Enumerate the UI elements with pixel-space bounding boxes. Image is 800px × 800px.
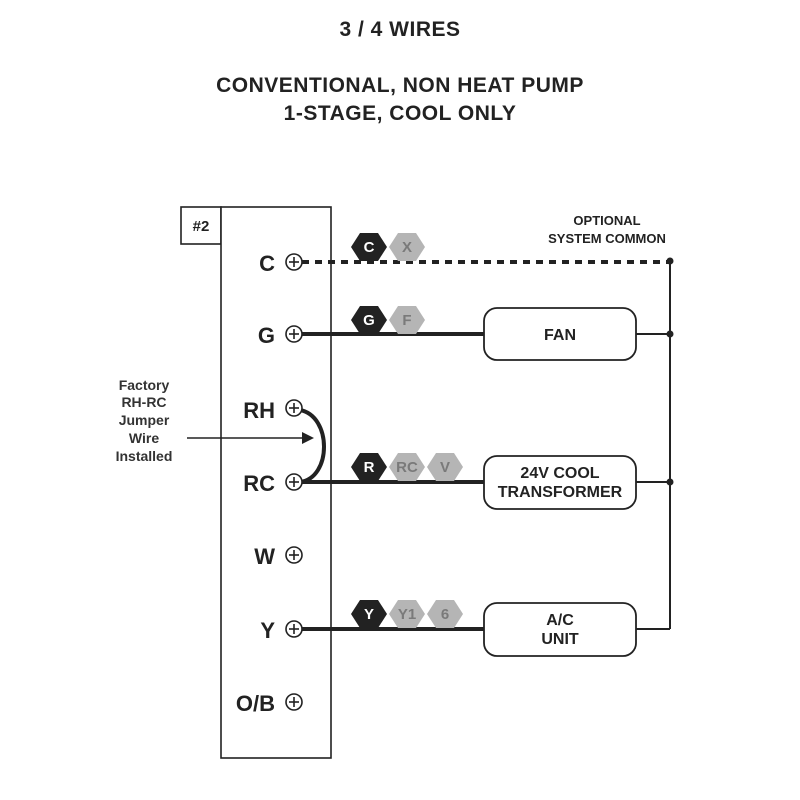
jumper-arrow-head [302, 432, 314, 444]
transformer-label-line1: 24V COOL [520, 465, 599, 482]
wire-tag-v [427, 453, 463, 481]
screw-c [285, 253, 303, 271]
junction-dot [666, 478, 674, 486]
terminal-label-w: W [254, 544, 275, 569]
wire-tag-y [351, 600, 387, 628]
screw-w [285, 546, 303, 564]
optional-label-line1: OPTIONAL [573, 213, 640, 228]
wire-tag-x-label: X [402, 239, 412, 256]
wire-tag-g-label: G [363, 312, 375, 329]
panel-label: #2 [193, 218, 210, 235]
screw-rc [285, 473, 303, 491]
wire-tag-f-label: F [402, 312, 411, 329]
wire-tag-y-label: Y [364, 606, 374, 623]
transformer-box [483, 455, 637, 510]
optional-label-line2: SYSTEM COMMON [548, 231, 666, 246]
junction-dot [666, 330, 674, 338]
screw-y [285, 620, 303, 638]
terminal-label-g: G [258, 323, 275, 348]
rh-rc-jumper [299, 408, 326, 484]
wire-tag-y1-label: Y1 [398, 606, 416, 623]
fan-box [483, 307, 637, 361]
transformer-label-line2: TRANSFORMER [498, 484, 623, 501]
wire-tag-y1 [389, 600, 425, 628]
junction-dot [666, 257, 674, 265]
wire-tag-c-label: C [364, 239, 375, 256]
wire-tag-6 [427, 600, 463, 628]
wire-tag-rc [389, 453, 425, 481]
wire-tag-v-label: V [440, 459, 450, 476]
terminal-label-c: C [259, 251, 275, 276]
diagram-title: 3 / 4 WIRES [339, 18, 461, 41]
jumper-note-line1: Factory [119, 377, 170, 393]
terminal-label-rh: RH [243, 398, 275, 423]
terminal-label-rc: RC [243, 471, 275, 496]
terminal-label-y: Y [260, 618, 275, 643]
screw-g [285, 325, 303, 343]
jumper-note-line4: Wire [129, 430, 159, 446]
wire-tag-r [351, 453, 387, 481]
wire-tag-g [351, 306, 387, 334]
ac-label-line2: UNIT [541, 631, 579, 648]
subtitle-line-1: CONVENTIONAL, NON HEAT PUMP [216, 74, 584, 97]
wire-tag-x [389, 233, 425, 261]
jumper-note-line5: Installed [116, 448, 173, 464]
screw-rh [285, 399, 303, 417]
wire-tag-c [351, 233, 387, 261]
terminal-label-ob: O/B [236, 691, 275, 716]
jumper-note-line3: Jumper [119, 412, 170, 428]
screw-ob [285, 693, 303, 711]
wire-tag-rc-label: RC [396, 459, 418, 476]
jumper-note-line2: RH-RC [121, 394, 166, 410]
ac-label-line1: A/C [546, 612, 574, 629]
fan-label: FAN [544, 327, 576, 344]
ac-unit-box [483, 602, 637, 657]
wire-tag-r-label: R [364, 459, 375, 476]
wire-tag-6-label: 6 [441, 606, 449, 623]
wire-tag-f [389, 306, 425, 334]
subtitle-line-2: 1-STAGE, COOL ONLY [283, 102, 517, 125]
